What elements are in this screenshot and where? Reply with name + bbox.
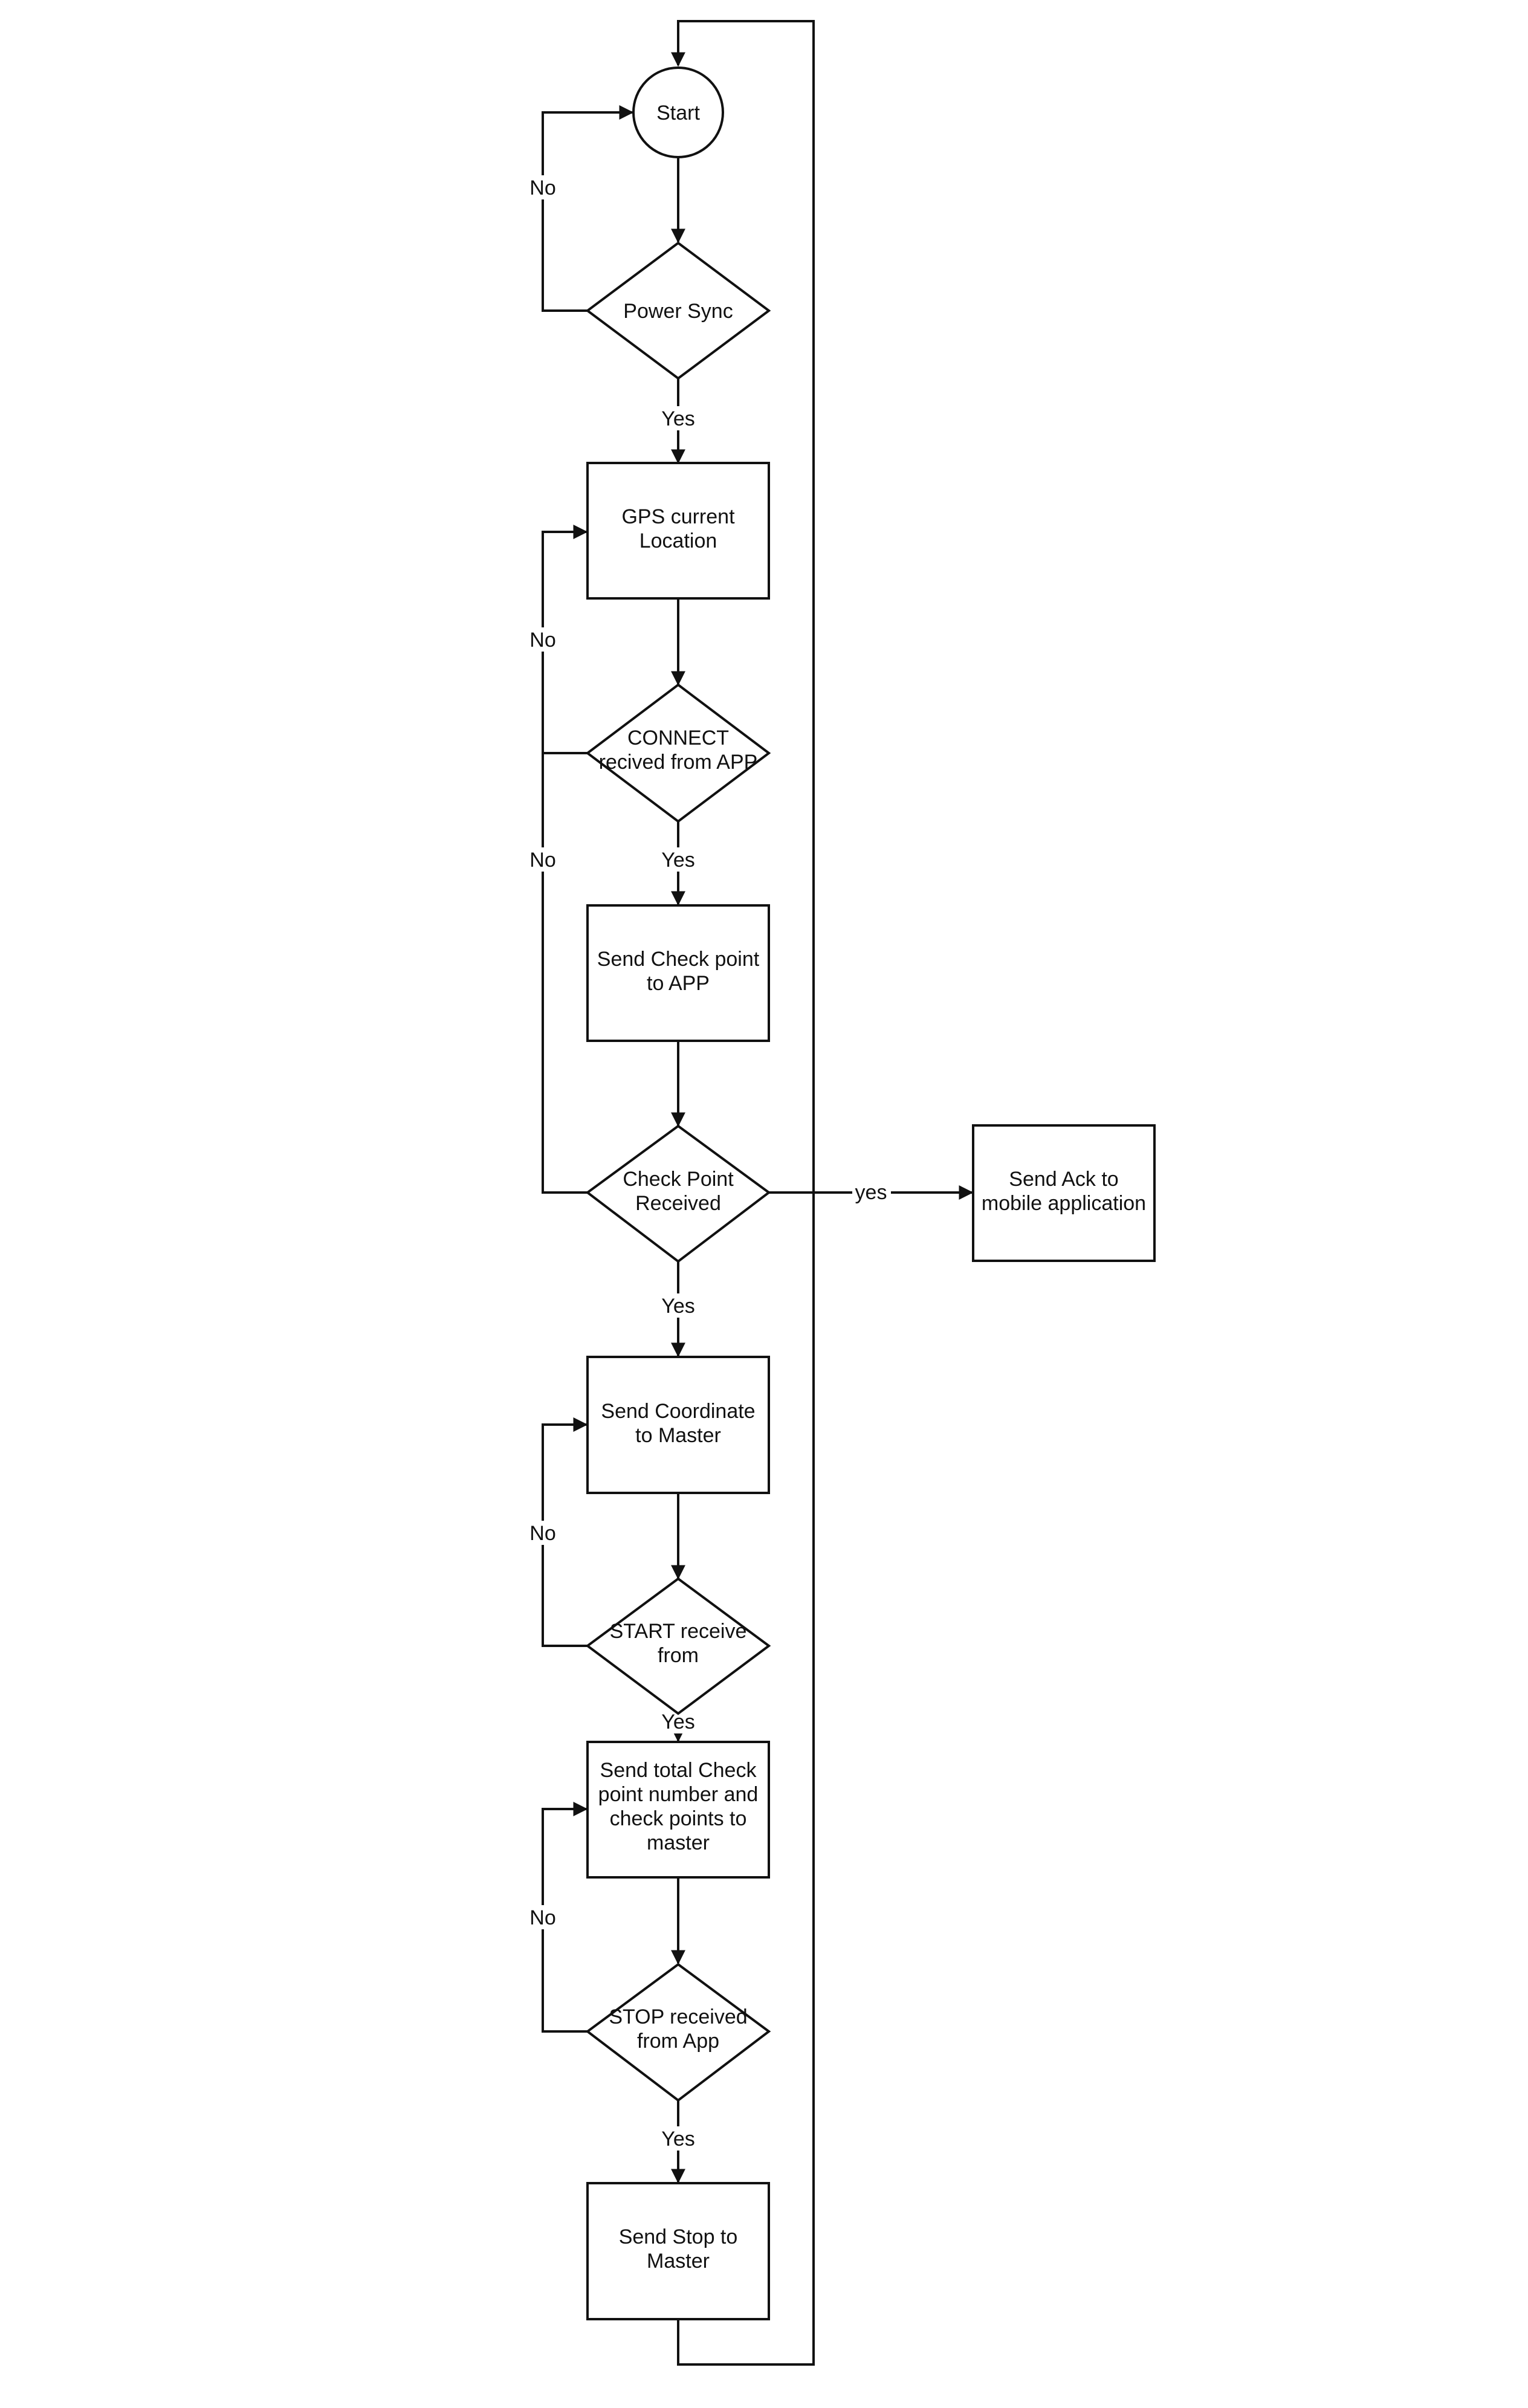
- edge-label-checkpoint-no: No: [529, 849, 555, 872]
- send-total-process: Send total Check point number and check …: [586, 1741, 770, 1879]
- edge-label-checkpoint-ack: yes: [855, 1181, 887, 1204]
- edge-checkpoint-no: [542, 753, 588, 1194]
- power-sync-label: Power Sync: [623, 300, 733, 323]
- send-total-label-line-1: Send total Check: [600, 1759, 757, 1782]
- edge-power-sync-no: [542, 105, 634, 312]
- send-coordinate-label-line-2: to Master: [635, 1424, 721, 1447]
- checkpoint-received-label-line-1: Check Point: [623, 1168, 734, 1191]
- start-receive-label-line-1: START receive: [610, 1620, 747, 1643]
- send-total-label-line-2: point number and: [598, 1783, 759, 1806]
- send-ack-label-line-2: mobile application: [982, 1192, 1146, 1215]
- checkpoint-received-label-line-2: Received: [635, 1192, 721, 1215]
- send-total-label-line-3: check points to: [610, 1807, 747, 1830]
- stop-received-decision: STOP received from App: [585, 1963, 771, 2102]
- send-stop-label-line-1: Send Stop to: [619, 2225, 738, 2248]
- connect-label-line-2: recived from APP: [599, 751, 758, 774]
- edge-label-start-no: No: [529, 1522, 555, 1545]
- gps-location-process: GPS current Location: [586, 462, 770, 600]
- start-node-label: Start: [656, 102, 700, 125]
- stop-received-label-line-2: from App: [637, 2030, 719, 2053]
- start-receive-decision: START receive from: [585, 1577, 771, 1715]
- edge-label-stop-yes: Yes: [661, 2128, 694, 2151]
- edge-label-power-no: No: [529, 176, 555, 199]
- send-ack-label-line-1: Send Ack to: [1009, 1168, 1118, 1191]
- edge-label-power-yes: Yes: [661, 407, 694, 430]
- checkpoint-received-decision: Check Point Received: [585, 1124, 771, 1263]
- connect-decision: CONNECT recived from APP: [585, 683, 771, 823]
- send-stop-label-line-2: Master: [647, 2250, 710, 2273]
- stop-received-label-line-1: STOP received: [609, 2005, 747, 2028]
- gps-label-line-2: Location: [639, 529, 717, 552]
- send-checkpoint-label-line-1: Send Check point: [597, 948, 760, 971]
- start-node: Start: [632, 66, 724, 158]
- gps-label-line-1: GPS current: [621, 505, 735, 528]
- connect-label-line-1: CONNECT: [627, 727, 729, 749]
- send-stop-process: Send Stop to Master: [586, 2182, 770, 2320]
- edge-label-connect-yes: Yes: [661, 849, 694, 872]
- nodes: Start Power Sync GPS current Location CO…: [585, 66, 1156, 2320]
- edge-label-connect-no: No: [529, 629, 555, 652]
- edge-label-checkpoint-yes: Yes: [661, 1295, 694, 1318]
- send-ack-process: Send Ack to mobile application: [972, 1124, 1156, 1262]
- send-coordinate-process: Send Coordinate to Master: [586, 1356, 770, 1494]
- send-coordinate-label-line-1: Send Coordinate: [601, 1400, 755, 1423]
- send-total-label-line-4: master: [647, 1831, 710, 1854]
- start-receive-label-line-2: from: [658, 1644, 699, 1667]
- send-checkpoint-process: Send Check point to APP: [586, 904, 770, 1042]
- edge-labels: No Yes No Yes No yes Yes No Yes No Yes: [527, 175, 891, 2151]
- edge-label-stop-no: No: [529, 1906, 555, 1929]
- send-checkpoint-label-line-2: to APP: [647, 972, 710, 995]
- power-sync-decision: Power Sync: [585, 241, 771, 380]
- edge-loop-back-to-start: [671, 20, 815, 2366]
